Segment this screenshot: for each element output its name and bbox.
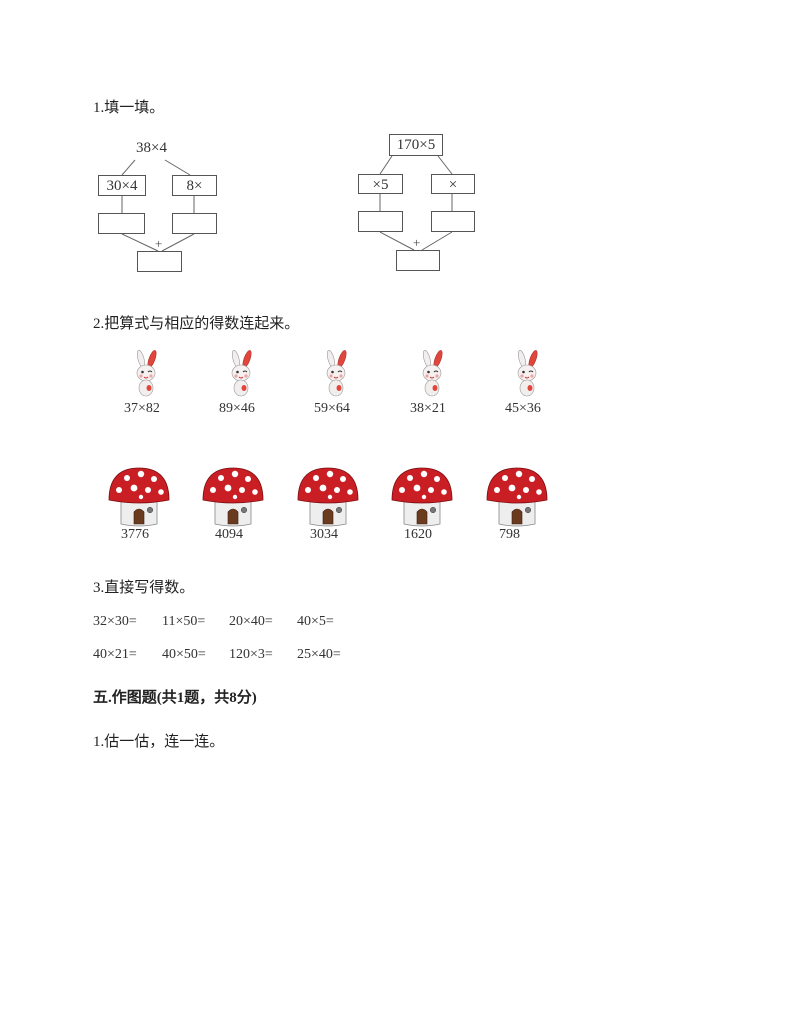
rabbit-icon bbox=[225, 349, 257, 403]
right-blank-1[interactable] bbox=[358, 211, 403, 232]
expression-label: 45×36 bbox=[505, 401, 541, 416]
left-box-1: 30×4 bbox=[98, 175, 146, 196]
question-1-title: 1.填一填。 bbox=[93, 100, 165, 116]
equation-3: 20×40= bbox=[229, 614, 273, 629]
left-sum-blank[interactable] bbox=[137, 251, 182, 272]
mushroom-house-icon bbox=[201, 466, 265, 533]
equation-5: 40×21= bbox=[93, 647, 137, 662]
rabbit-icon bbox=[416, 349, 448, 403]
section-5-title: 五.作图题(共1题，共8分) bbox=[93, 690, 257, 706]
expression-label: 37×82 bbox=[124, 401, 160, 416]
left-plus-sign: + bbox=[155, 236, 163, 251]
equation-7: 120×3= bbox=[229, 647, 273, 662]
right-plus-sign: + bbox=[413, 235, 421, 250]
diagram-left-lines bbox=[121, 155, 453, 252]
equation-6: 40×50= bbox=[162, 647, 206, 662]
mushroom-house-icon bbox=[107, 466, 171, 533]
right-top-expression: 170×5 bbox=[389, 134, 443, 156]
section-5-question-1: 1.估一估，连一连。 bbox=[93, 734, 225, 750]
equation-4: 40×5= bbox=[297, 614, 334, 629]
question-3-title: 3.直接写得数。 bbox=[93, 580, 195, 596]
question-2-title: 2.把算式与相应的得数连起来。 bbox=[93, 316, 300, 332]
right-box-1: ×5 bbox=[358, 174, 403, 194]
right-box-2: × bbox=[431, 174, 475, 194]
expression-label: 59×64 bbox=[314, 401, 350, 416]
left-blank-1[interactable] bbox=[98, 213, 145, 234]
left-top-expression: 38×4 bbox=[136, 140, 167, 156]
left-box-2: 8× bbox=[172, 175, 217, 196]
equation-2: 11×50= bbox=[162, 614, 206, 629]
result-label: 798 bbox=[499, 527, 520, 542]
expression-label: 38×21 bbox=[410, 401, 446, 416]
rabbit-icon bbox=[511, 349, 543, 403]
rabbit-icon bbox=[320, 349, 352, 403]
equation-8: 25×40= bbox=[297, 647, 341, 662]
expression-label: 89×46 bbox=[219, 401, 255, 416]
right-blank-2[interactable] bbox=[431, 211, 475, 232]
mushroom-house-icon bbox=[390, 466, 454, 533]
mushroom-house-icon bbox=[296, 466, 360, 533]
result-label: 1620 bbox=[404, 527, 432, 542]
left-blank-2[interactable] bbox=[172, 213, 217, 234]
rabbit-icon bbox=[130, 349, 162, 403]
result-label: 3034 bbox=[310, 527, 338, 542]
result-label: 4094 bbox=[215, 527, 243, 542]
equation-1: 32×30= bbox=[93, 614, 137, 629]
mushroom-house-icon bbox=[485, 466, 549, 533]
result-label: 3776 bbox=[121, 527, 149, 542]
right-sum-blank[interactable] bbox=[396, 250, 440, 271]
